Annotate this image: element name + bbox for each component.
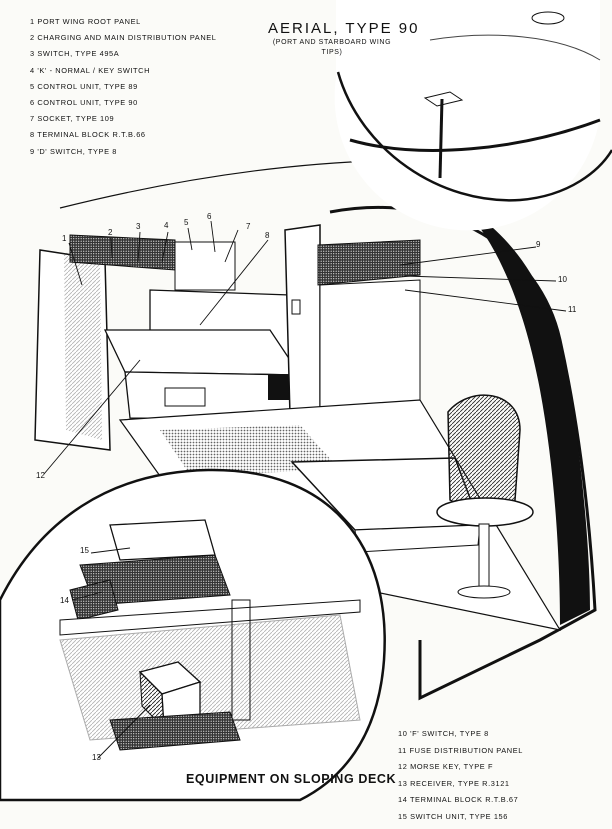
legend-item: 10 'F' Switch, type 8 — [398, 729, 489, 738]
desk-drawer — [164, 387, 206, 407]
ladder-rail — [231, 599, 251, 721]
legend-item: 12 Morse key, type F — [398, 762, 494, 772]
chair-base — [457, 585, 511, 599]
callout-13: 13 — [92, 753, 101, 762]
wing-tip-surface — [429, 34, 601, 61]
deck-frame-rail — [59, 599, 361, 636]
inset-caption: EQUIPMENT ON SLOPING DECK — [186, 772, 397, 786]
callout-10: 10 — [558, 275, 567, 284]
aerial-mount-plate — [423, 91, 464, 107]
callout-5: 5 — [184, 218, 189, 227]
console-side-panel — [64, 252, 102, 440]
callout-2: 2 — [108, 228, 113, 237]
legend-item: 13 Receiver, type R.3121 — [398, 778, 510, 788]
legend-item: 3 Switch, type 495A — [30, 49, 120, 59]
aerial-title: AERIAL, TYPE 90 — [268, 20, 420, 37]
legend-item: 14 Terminal block R.T.B.67 — [398, 795, 519, 805]
bulkhead-port — [291, 299, 301, 315]
wing-tip-edge — [349, 118, 601, 152]
legend-item: 5 Control unit, type 89 — [30, 81, 138, 91]
legend-bottom: 10 'F' Switch, type 8 11 Fuse distributi… — [398, 726, 608, 826]
legend-item: 1 Port wing root panel — [30, 17, 141, 26]
aerial-mast — [438, 98, 444, 179]
bulkhead-column — [284, 224, 321, 416]
legend-item: 11 Fuse distribution panel — [398, 745, 523, 755]
desk-top — [103, 329, 302, 376]
aerial-inset-border — [336, 71, 612, 202]
legend-item: 4 'K' - Normal / Key switch — [30, 65, 151, 75]
callout-9: 9 — [536, 240, 541, 249]
aerial-inset-circle — [334, 0, 600, 231]
legend-item: 15 Switch unit, type 156 — [398, 811, 508, 821]
deck-floor — [59, 614, 361, 741]
callout-8: 8 — [265, 231, 270, 240]
callout-12: 12 — [36, 471, 45, 480]
chair-back — [447, 394, 521, 509]
wing-tip-nav-light — [531, 11, 565, 25]
callout-4: 4 — [164, 221, 169, 230]
fuselage-wall-shadow — [470, 210, 590, 625]
fuse-panel-equipment — [317, 239, 421, 286]
chair-seat — [436, 497, 534, 527]
deck-lower-equipment — [109, 711, 241, 751]
legend-item: 7 Socket, type 109 — [30, 114, 115, 124]
legend-item: 8 Terminal block R.T.B.66 — [30, 130, 146, 140]
switch-unit-156 — [109, 519, 216, 561]
chair-pedestal — [478, 523, 490, 591]
callout-11: 11 — [568, 305, 577, 314]
control-unit-box — [174, 241, 236, 291]
callout-3: 3 — [136, 222, 141, 231]
legend-item: 6 Control unit, type 90 — [30, 98, 138, 108]
aerial-subtitle: (PORT AND STARBOARD WING TIPS) — [272, 39, 392, 56]
callout-7: 7 — [246, 222, 251, 231]
legend-top: 1 Port wing root panel 2 Charging and ma… — [30, 14, 300, 160]
leader-lines — [43, 220, 567, 759]
callout-15: 15 — [80, 546, 89, 555]
callout-6: 6 — [207, 212, 212, 221]
legend-item: 9 'D' Switch, type 8 — [30, 146, 117, 156]
back-wall — [319, 279, 421, 421]
legend-item: 2 Charging and main distribution panel — [30, 33, 217, 43]
callout-1: 1 — [62, 234, 67, 243]
deck-terminal-block — [69, 579, 119, 621]
callout-14: 14 — [60, 596, 69, 605]
